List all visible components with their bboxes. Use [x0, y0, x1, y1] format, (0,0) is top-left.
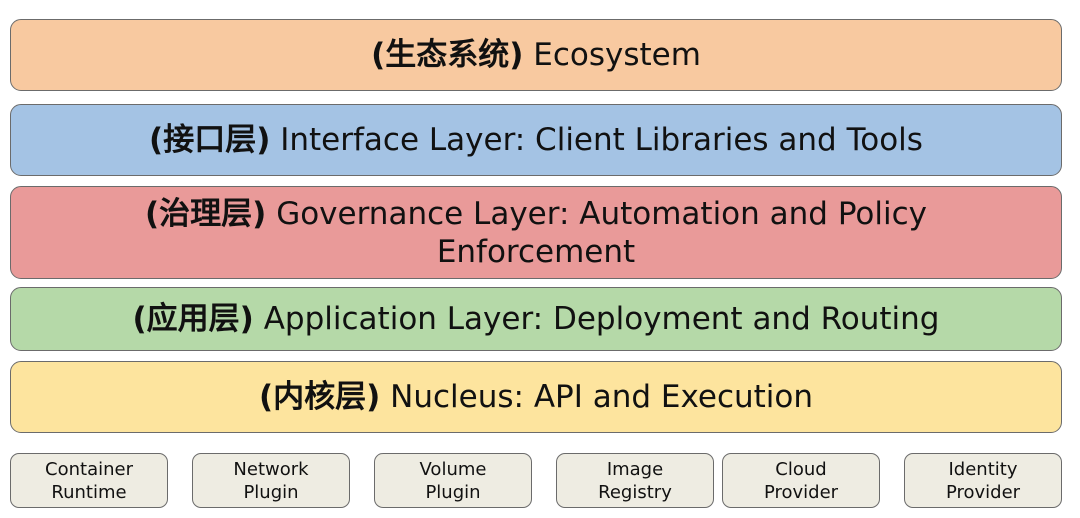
application-layer: (应用层) Application Layer: Deployment and … [10, 287, 1062, 351]
interface-layer-label: (接口层) Interface Layer: Client Libraries … [149, 121, 923, 159]
governance-layer-label: (治理层) Governance Layer: Automation and P… [106, 195, 966, 271]
application-layer-label: (应用层) Application Layer: Deployment and … [133, 300, 940, 338]
nucleus-layer-en-title: Nucleus: API and Execution [390, 379, 814, 415]
application-layer-cn-title: (应用层) [132, 301, 254, 337]
interface-layer: (接口层) Interface Layer: Client Libraries … [10, 104, 1062, 176]
governance-layer-cn-title: (治理层) [144, 195, 267, 232]
interface-layer-en-title: Interface Layer: Client Libraries and To… [280, 122, 923, 158]
governance-layer: (治理层) Governance Layer: Automation and P… [10, 186, 1062, 279]
interface-layer-cn-title: (接口层) [149, 122, 271, 158]
plugin-box-network-plugin: Network Plugin [192, 453, 350, 508]
plugin-box-cloud-provider: Cloud Provider [722, 453, 880, 508]
plugin-box-container-runtime: Container Runtime [10, 453, 168, 508]
plugin-box-volume-plugin: Volume Plugin [374, 453, 532, 508]
ecosystem-layer: (生态系统) Ecosystem [10, 19, 1062, 91]
ecosystem-layer-cn-title: (生态系统) [371, 37, 524, 73]
ecosystem-layer-label: (生态系统) Ecosystem [371, 36, 701, 74]
plugin-box-image-registry: Image Registry [556, 453, 714, 508]
application-layer-en-title: Application Layer: Deployment and Routin… [263, 301, 940, 337]
ecosystem-layer-en-title: Ecosystem [533, 37, 701, 73]
nucleus-layer-cn-title: (内核层) [258, 379, 381, 415]
nucleus-layer-label: (内核层) Nucleus: API and Execution [259, 378, 813, 416]
governance-layer-en-title: Governance Layer: Automation and Policy … [276, 195, 927, 270]
nucleus-layer: (内核层) Nucleus: API and Execution [10, 361, 1062, 433]
plugin-box-identity-provider: Identity Provider [904, 453, 1062, 508]
